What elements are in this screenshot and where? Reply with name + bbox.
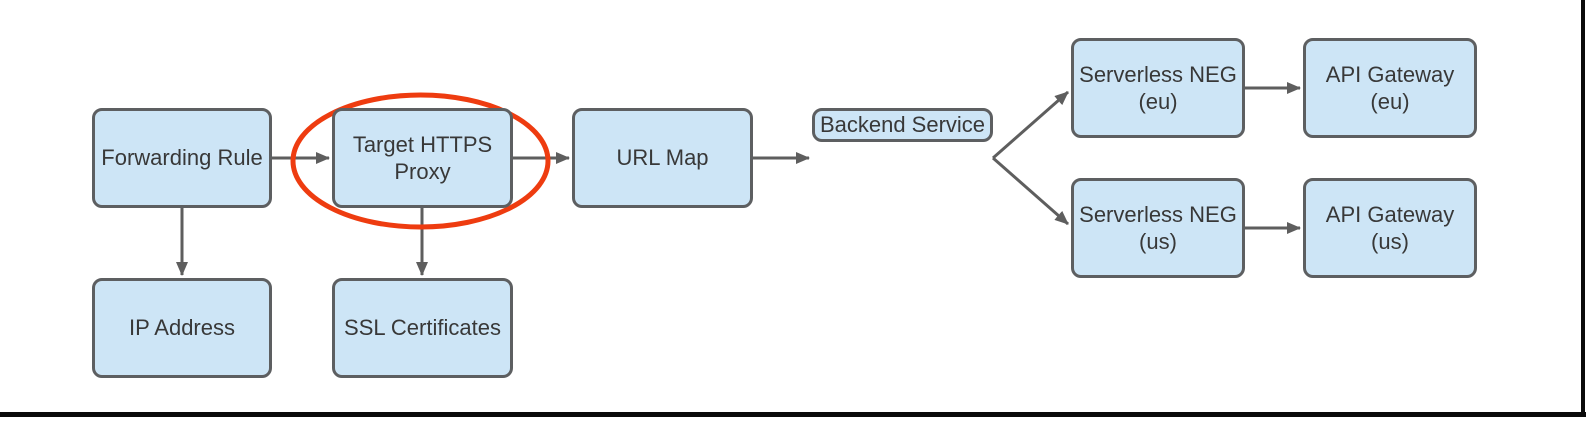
frame-right-line — [1581, 0, 1585, 417]
node-ip-address-label: IP Address — [129, 315, 235, 341]
node-url-map: URL Map — [572, 108, 753, 208]
node-serverless-neg-eu: Serverless NEG (eu) — [1071, 38, 1245, 138]
node-backend-service-label: Backend Service — [819, 112, 986, 137]
node-forwarding-rule-label: Forwarding Rule — [101, 145, 263, 171]
node-ssl-certificates-label: SSL Certificates — [344, 315, 501, 341]
node-target-https-proxy: Target HTTPS Proxy — [332, 108, 513, 208]
node-ssl-certificates: SSL Certificates — [332, 278, 513, 378]
node-forwarding-rule: Forwarding Rule — [92, 108, 272, 208]
edge-backend-service-to-serverless-neg-us — [992, 156, 1069, 226]
node-serverless-neg-us-label: Serverless NEG (us) — [1079, 201, 1237, 255]
node-api-gateway-us-label: API Gateway (us) — [1325, 201, 1455, 255]
node-target-https-proxy-label: Target HTTPS Proxy — [352, 131, 493, 185]
node-api-gateway-us: API Gateway (us) — [1303, 178, 1477, 278]
node-api-gateway-eu-label: API Gateway (eu) — [1325, 61, 1455, 115]
node-api-gateway-eu: API Gateway (eu) — [1303, 38, 1477, 138]
node-serverless-neg-eu-label: Serverless NEG (eu) — [1079, 61, 1237, 115]
node-ip-address: IP Address — [92, 278, 272, 378]
node-serverless-neg-us: Serverless NEG (us) — [1071, 178, 1245, 278]
node-url-map-label: URL Map — [616, 145, 709, 171]
edge-backend-service-to-serverless-neg-eu — [992, 90, 1069, 160]
frame-bottom-line — [0, 412, 1586, 417]
node-backend-service: Backend Service — [812, 108, 993, 142]
